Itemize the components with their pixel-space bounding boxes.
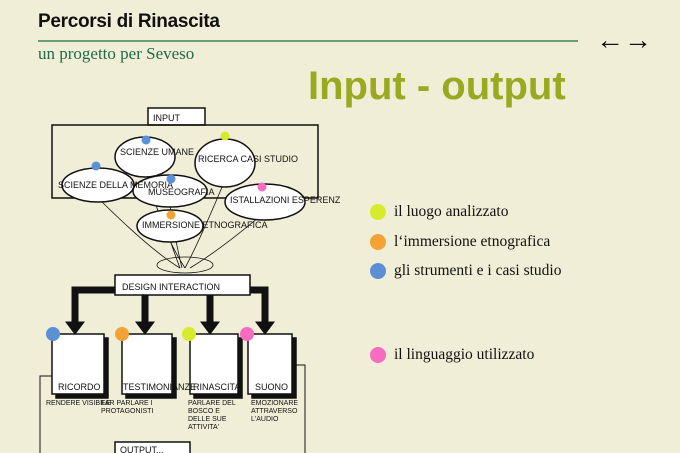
cloud-label: ISTALLAZIONI ESPERENZIALI: [230, 195, 340, 205]
output-dots: [46, 327, 254, 341]
site-subtitle: un progetto per Seveso: [38, 44, 195, 63]
cloud-immersione: [136, 209, 204, 243]
clouds: [61, 136, 306, 243]
output-label: SUONO: [255, 382, 288, 392]
output-desc: PARLARE DEL BOSCO E DELLE SUE ATTIVITA': [188, 400, 236, 431]
legend-item: gli strumenti e i casi studio: [370, 262, 561, 280]
input-output-sketch: INPUT SCIENZE UMANE RICERCA CASI STUDIO …: [39, 107, 340, 453]
output-box-label: OUTPUT...: [120, 445, 164, 453]
output-desc: RENDERE VISIBILE: [46, 400, 111, 407]
cloud-dots: [91, 131, 267, 220]
legend-label: l‘immersione etnografica: [394, 233, 551, 250]
output-desc: EMOZIONARE ATTRAVERSO L'AUDIO: [251, 400, 299, 423]
dot-green-icon: [370, 204, 386, 220]
input-label: INPUT: [153, 113, 181, 123]
cloud-label: RICERCA CASI STUDIO: [198, 154, 298, 164]
cloud-label: IMMERSIONE ETNOGRAFICA: [142, 220, 268, 230]
legend-label: il linguaggio utilizzato: [394, 346, 535, 363]
output-desc: FAR PARLARE I PROTAGONISTI: [101, 400, 154, 415]
header-divider: [38, 40, 578, 42]
legend-label: gli strumenti e i casi studio: [394, 262, 562, 279]
legend-item: il linguaggio utilizzato: [370, 346, 534, 364]
legend-item: il luogo analizzato: [370, 203, 509, 221]
cloud-label: MUSEOGRAFIA: [148, 187, 215, 197]
navigation-arrows-icon[interactable]: ←→: [596, 24, 652, 55]
design-interaction-label: DESIGN INTERACTION: [122, 282, 220, 292]
site-title: Percorsi di Rinascita: [38, 11, 220, 32]
cloud-label: SCIENZE DELLA MEMORIA: [58, 180, 173, 190]
output-label: TESTIMONIANZE: [123, 382, 196, 392]
dot-pink-icon: [370, 347, 386, 363]
cloud-label: SCIENZE UMANE: [120, 147, 194, 157]
legend-item: l‘immersione etnografica: [370, 233, 550, 251]
legend-label: il luogo analizzato: [394, 203, 509, 220]
output-label: RINASCITA: [193, 382, 240, 392]
output-label: RICORDO: [58, 382, 101, 392]
page-heading: Input - output: [308, 64, 566, 108]
dot-blue-icon: [370, 263, 386, 279]
dot-orange-icon: [370, 234, 386, 250]
